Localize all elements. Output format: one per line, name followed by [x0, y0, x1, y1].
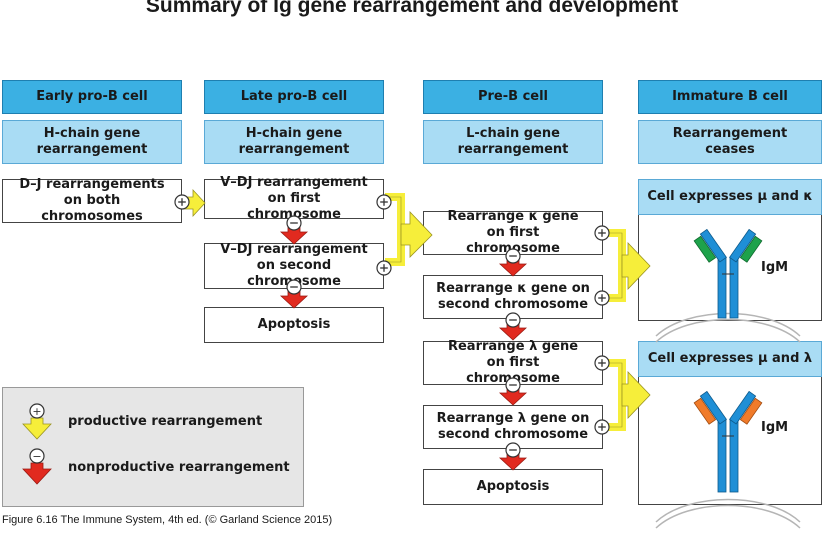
- minus-circle-lambda-first: [505, 377, 521, 393]
- legend-plus-sign: +: [32, 405, 41, 418]
- kappa-expression-label: Cell expresses μ and κ: [638, 179, 822, 215]
- legend-minus-sign: −: [32, 450, 41, 463]
- productive-bracket-vdj: [385, 193, 433, 266]
- minus-circle-vdj-second: [286, 279, 302, 295]
- plus-circle-kappa-first: [594, 225, 610, 241]
- apoptosis-pre-b: Apoptosis: [423, 469, 603, 505]
- step-vdj-first-chromosome: V–DJ rearrangement on first chromosome: [204, 175, 384, 222]
- legend-panel: [2, 387, 304, 507]
- igm-kappa-label: IgM: [761, 260, 788, 275]
- productive-bracket-kappa: [604, 229, 651, 302]
- figure-caption: Figure 6.16 The Immune System, 4th ed. (…: [2, 514, 333, 526]
- event-late-pro-b: H-chain gene rearrangement: [204, 120, 384, 164]
- igm-lambda-label: IgM: [761, 420, 788, 435]
- minus-circle-kappa-second: [505, 312, 521, 328]
- igm-kappa-antibody-icon: [655, 228, 801, 343]
- step-dj-rearrangement: D–J rearrangements on both chromosomes: [2, 177, 182, 224]
- plus-circle-kappa-second: [594, 290, 610, 306]
- stage-header-early-pro-b: Early pro-B cell: [2, 80, 182, 114]
- figure-title: Summary of Ig gene rearrangement and dev…: [145, 0, 679, 17]
- minus-circle-kappa-first: [505, 248, 521, 264]
- legend-productive-label: productive rearrangement: [68, 414, 263, 429]
- lambda-expression-label: Cell expresses μ and λ: [638, 341, 822, 377]
- minus-circle-vdj-first: [286, 215, 302, 231]
- legend-nonproductive-arrow-icon: −: [22, 448, 52, 485]
- stage-header-late-pro-b: Late pro-B cell: [204, 80, 384, 114]
- stage-header-immature-b: Immature B cell: [638, 80, 822, 114]
- plus-circle-lambda-first: [594, 355, 610, 371]
- minus-circle-lambda-second: [505, 442, 521, 458]
- step-lambda-first-chromosome: Rearrange λ gene on first chromosome: [423, 339, 603, 386]
- event-immature-b: Rearrangement ceases: [638, 120, 822, 164]
- legend-productive-arrow-icon: +: [22, 403, 52, 440]
- step-lambda-second-chromosome: Rearrange λ gene on second chromosome: [423, 405, 603, 449]
- stage-header-pre-b: Pre-B cell: [423, 80, 603, 114]
- plus-circle-dj: [174, 194, 190, 210]
- event-early-pro-b: H-chain gene rearrangement: [2, 120, 182, 164]
- plus-circle-vdj-first: [376, 194, 392, 210]
- plus-circle-lambda-second: [594, 419, 610, 435]
- igm-lambda-antibody-icon: [655, 390, 801, 529]
- event-pre-b: L-chain gene rearrangement: [423, 120, 603, 164]
- productive-bracket-lambda: [604, 359, 651, 431]
- legend-nonproductive-label: nonproductive rearrangement: [68, 460, 290, 475]
- plus-circle-vdj-second: [376, 260, 392, 276]
